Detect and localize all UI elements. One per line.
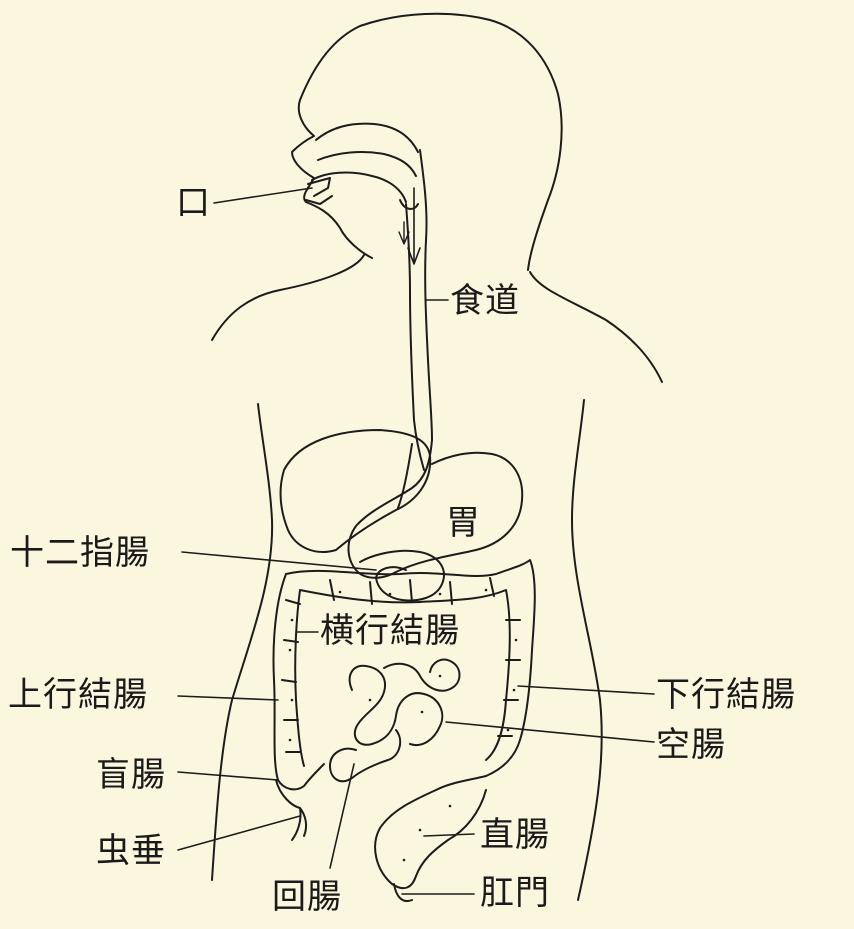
stomach: [349, 440, 523, 578]
torso-left: [212, 404, 272, 880]
shoulder-right: [530, 272, 662, 382]
label-esophagus: 食道: [450, 284, 520, 318]
leader-mouth: [214, 188, 312, 203]
label-jejunum: 空腸: [656, 728, 726, 762]
leader-duodenum: [182, 552, 376, 570]
label-ascending-colon: 上行結腸: [8, 678, 148, 712]
torso-right: [572, 400, 602, 900]
leader-rectum: [424, 834, 474, 836]
label-stomach: 胃: [446, 506, 481, 540]
leader-ileum: [330, 764, 354, 868]
label-appendix: 虫垂: [96, 834, 166, 868]
swallow-arrow: [408, 188, 420, 264]
pharynx-back: [420, 150, 432, 440]
mouth-opening: [306, 178, 332, 204]
pharynx-front: [406, 204, 424, 470]
small-intestine: [330, 660, 460, 782]
neck-front: [212, 255, 364, 340]
label-cecum: 盲腸: [96, 758, 166, 792]
leader-jejunum: [446, 722, 654, 742]
epiglottis: [400, 200, 418, 209]
leader-descending: [518, 686, 654, 694]
label-transverse-colon: 横行結腸: [320, 614, 460, 648]
nasal-cavity: [316, 124, 418, 152]
leader-appendix: [178, 816, 300, 850]
label-anus: 肛門: [480, 876, 550, 910]
label-rectum: 直腸: [480, 818, 550, 852]
liver-lobe: [398, 444, 412, 508]
leader-lines: [178, 188, 654, 894]
leader-cecum: [178, 772, 278, 780]
duodenum: [360, 551, 444, 601]
palate: [318, 152, 416, 176]
label-duodenum: 十二指腸: [10, 536, 150, 570]
label-mouth: 口: [176, 186, 211, 220]
sigmoid-colon: [375, 776, 486, 888]
label-ileum: 回腸: [272, 880, 342, 914]
label-descending-colon: 下行結腸: [656, 678, 796, 712]
tongue: [312, 173, 406, 202]
leader-ascending: [178, 696, 278, 700]
